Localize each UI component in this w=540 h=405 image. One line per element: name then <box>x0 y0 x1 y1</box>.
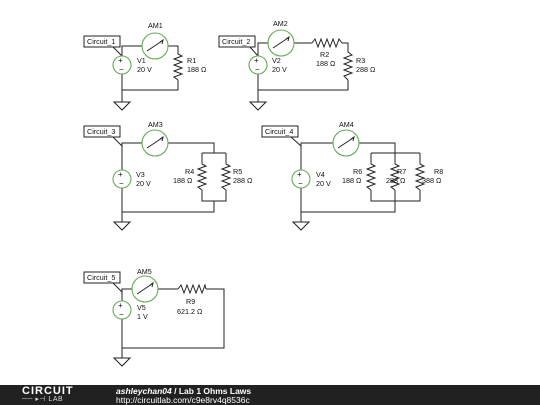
circuit-4: Circuit_4 + − V4 20 V AM4 R6 188 Ω <box>261 120 443 231</box>
net-tag[interactable]: Circuit_4 <box>261 125 302 147</box>
footer-bar: CIRCUIT ── ▸⊣ LAB ashleychan04 / Lab 1 O… <box>0 385 540 405</box>
source-name: V5 <box>137 303 146 312</box>
source-value: 20 V <box>137 65 152 74</box>
svg-text:−: − <box>255 65 260 74</box>
net-tag[interactable]: Circuit_3 <box>83 125 123 147</box>
resistor-value: 288 Ω <box>386 176 406 185</box>
svg-text:−: − <box>119 65 124 74</box>
circuit-title: ashleychan04 / Lab 1 Ohms Laws <box>116 386 251 396</box>
ammeter-name: AM4 <box>339 120 354 129</box>
circuit-url[interactable]: http://circuitlab.com/c9e8rv4q8536c <box>116 395 250 405</box>
svg-text:Circuit_4: Circuit_4 <box>265 127 293 136</box>
source-name: V3 <box>136 170 145 179</box>
voltage-source[interactable]: + − <box>112 300 132 320</box>
resistor-value: 388 Ω <box>422 176 442 185</box>
resistor[interactable] <box>196 163 208 191</box>
voltage-source[interactable]: + − <box>112 55 132 75</box>
resistor-name: R2 <box>320 50 329 59</box>
resistor[interactable] <box>414 163 426 191</box>
svg-text:+: + <box>118 170 123 179</box>
resistor-value: 188 Ω <box>342 176 362 185</box>
resistor-name: R4 <box>185 167 194 176</box>
svg-text:−: − <box>119 179 124 188</box>
svg-text:Circuit_5: Circuit_5 <box>87 273 115 282</box>
circuitlab-logo[interactable]: CIRCUIT ── ▸⊣ LAB <box>22 386 94 404</box>
ammeter-name: AM5 <box>137 267 152 276</box>
net-tag[interactable]: Circuit_1 <box>83 35 123 57</box>
circuit-1: Circuit_1 + − V1 20 V AM1 R1 188 Ω <box>83 21 207 111</box>
title-text: Lab 1 Ohms Laws <box>178 386 252 396</box>
circuit-3: Circuit_3 + − V3 20 V AM3 R4 188 Ω <box>83 120 253 231</box>
resistor-name: R5 <box>233 167 242 176</box>
source-name: V1 <box>137 56 146 65</box>
source-value: 1 V <box>137 312 148 321</box>
source-value: 20 V <box>316 179 331 188</box>
resistor-value: 621.2 Ω <box>177 307 203 316</box>
resistor-name: R3 <box>356 56 365 65</box>
circuit-5: Circuit_5 + − V5 1 V AM5 R9 621.2 Ω <box>83 267 225 367</box>
resistor-value: 188 Ω <box>173 176 193 185</box>
resistor[interactable] <box>220 163 232 191</box>
source-value: 20 V <box>272 65 287 74</box>
resistor-name: R7 <box>397 167 406 176</box>
logo-line-1: CIRCUIT <box>22 385 74 397</box>
schematic-canvas: Circuit_1 + − V1 20 V AM1 R1 188 Ω <box>83 19 443 367</box>
resistor[interactable] <box>177 283 207 295</box>
svg-text:+: + <box>118 301 123 310</box>
resistor[interactable] <box>342 51 354 81</box>
resistor-value: 188 Ω <box>316 59 336 68</box>
resistor[interactable] <box>311 37 343 49</box>
resistor-name: R8 <box>434 167 443 176</box>
resistor[interactable] <box>389 163 401 191</box>
ammeter[interactable] <box>332 129 360 157</box>
resistor[interactable] <box>172 53 184 81</box>
net-tag[interactable]: Circuit_2 <box>218 35 259 57</box>
svg-text:Circuit_2: Circuit_2 <box>222 37 250 46</box>
svg-text:−: − <box>119 310 124 319</box>
ammeter[interactable] <box>267 29 295 57</box>
resistor-name: R6 <box>353 167 362 176</box>
resistor-value: 288 Ω <box>356 65 376 74</box>
svg-text:Circuit_3: Circuit_3 <box>87 127 115 136</box>
ammeter-name: AM1 <box>148 21 163 30</box>
ammeter[interactable] <box>131 275 159 303</box>
source-name: V4 <box>316 170 325 179</box>
resistor[interactable] <box>365 163 377 191</box>
circuit-2: Circuit_2 + − V2 20 V AM2 R2 188 Ω R3 <box>218 19 376 111</box>
voltage-source[interactable]: + − <box>112 169 132 189</box>
resistor-name: R1 <box>187 56 196 65</box>
voltage-source[interactable]: + − <box>248 55 268 75</box>
ammeter-name: AM3 <box>148 120 163 129</box>
voltage-source[interactable]: + − <box>291 169 311 189</box>
source-value: 20 V <box>136 179 151 188</box>
source-name: V2 <box>272 56 281 65</box>
title-separator: / <box>171 386 179 396</box>
net-tag[interactable]: Circuit_5 <box>83 271 123 293</box>
resistor-value: 188 Ω <box>187 65 207 74</box>
svg-text:+: + <box>254 56 259 65</box>
author-link[interactable]: ashleychan04 <box>116 386 172 396</box>
logo-line-2: ── ▸⊣ LAB <box>22 396 64 403</box>
logo-line-2-text: LAB <box>48 396 64 403</box>
ammeter[interactable] <box>141 32 169 60</box>
resistor-name: R9 <box>186 297 195 306</box>
svg-text:−: − <box>298 179 303 188</box>
svg-text:Circuit_1: Circuit_1 <box>87 37 115 46</box>
resistor-value: 288 Ω <box>233 176 253 185</box>
svg-text:+: + <box>297 170 302 179</box>
ammeter[interactable] <box>141 129 169 157</box>
ammeter-name: AM2 <box>273 19 288 28</box>
svg-text:+: + <box>118 56 123 65</box>
